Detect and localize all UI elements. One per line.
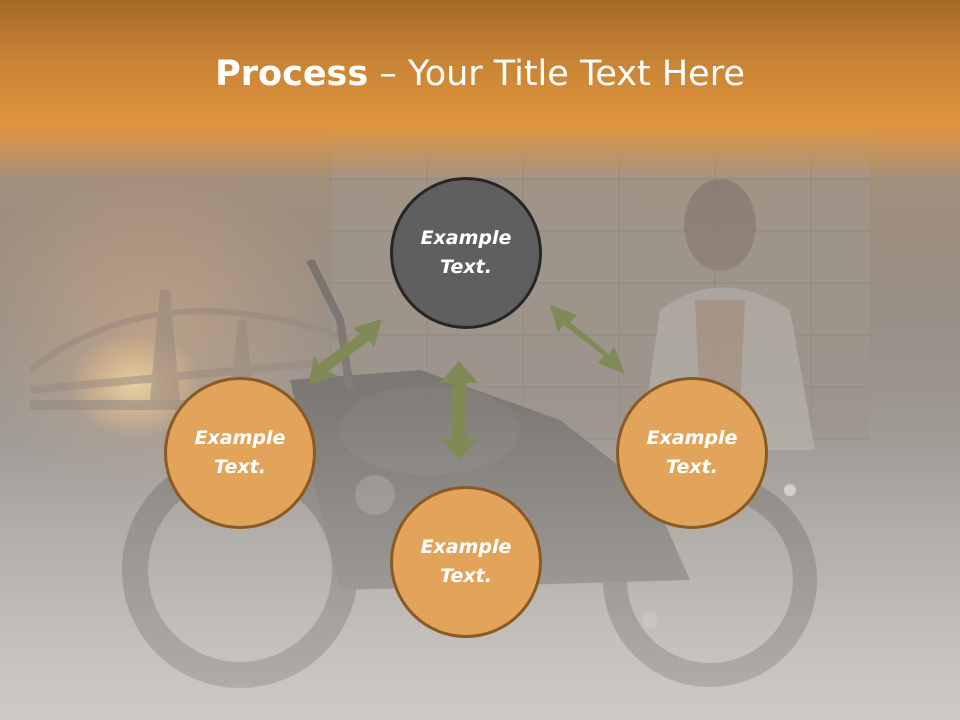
process-node-left[interactable]: Example Text.	[164, 377, 316, 529]
title-band	[0, 0, 960, 180]
double-arrow-right-icon	[550, 305, 625, 374]
double-arrow-vertical-icon	[440, 361, 478, 460]
double-arrow-left-icon	[309, 319, 382, 384]
node-right-text: Example Text.	[646, 427, 738, 478]
slide-title[interactable]: Process – Your Title Text Here	[0, 52, 960, 96]
process-node-right[interactable]: Example Text.	[616, 377, 768, 529]
process-node-bottom[interactable]: Example Text.	[390, 486, 542, 638]
node-top-text: Example Text.	[420, 227, 512, 278]
node-bottom-text: Example Text.	[420, 536, 512, 587]
node-left-text: Example Text.	[194, 427, 286, 478]
title-bold: Process	[215, 54, 369, 94]
title-rest: – Your Title Text Here	[368, 54, 745, 94]
process-node-top[interactable]: Example Text.	[390, 177, 542, 329]
